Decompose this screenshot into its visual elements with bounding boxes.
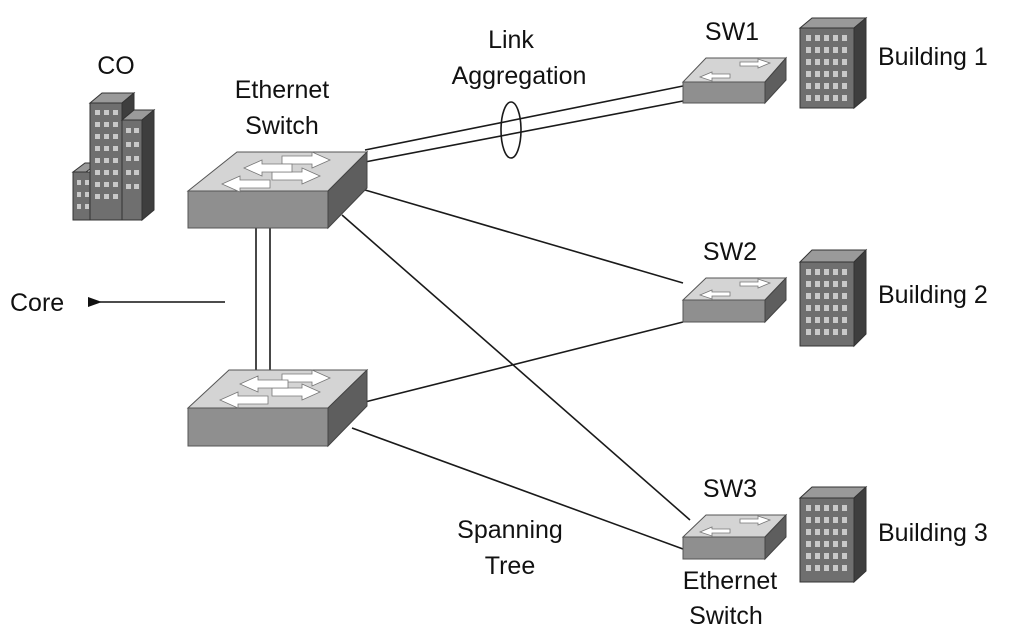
- sw3-label: SW3: [703, 475, 757, 503]
- co-label: CO: [97, 52, 135, 80]
- link-core-top-sw3: [341, 214, 691, 521]
- link-aggregation-label-line2: Aggregation: [452, 62, 587, 90]
- sw3-caption-line2: Switch: [689, 602, 763, 629]
- sw1-label: SW1: [705, 18, 759, 46]
- core-switch-label-line1: Ethernet: [235, 76, 330, 104]
- link-aggregation-line-b: [364, 100, 684, 163]
- building-1-label: Building 1: [878, 43, 988, 71]
- core-switch-bottom-icon: [186, 368, 369, 448]
- sw3-icon: [681, 513, 788, 561]
- link-core-top-sw2: [364, 189, 684, 284]
- link-aggregation-label-line1: Link: [488, 26, 534, 54]
- building-2-label: Building 2: [878, 281, 988, 309]
- building-2-icon: [798, 248, 868, 348]
- core-switch-top-icon: [186, 150, 369, 230]
- sw1-icon: [681, 56, 788, 105]
- sw2-icon: [681, 276, 788, 324]
- link-aggregation-ellipse: [500, 101, 522, 159]
- core-switch-label-line2: Switch: [245, 112, 319, 140]
- links: [255, 85, 691, 550]
- link-core-bottom-sw3: [351, 427, 684, 550]
- spanning-tree-label-line2: Tree: [485, 552, 535, 580]
- building-1-icon: [798, 16, 868, 110]
- co-building-icon: [71, 91, 156, 222]
- spanning-tree-label-line1: Spanning: [457, 516, 563, 544]
- building-3-label: Building 3: [878, 519, 988, 547]
- sw2-label: SW2: [703, 238, 757, 266]
- link-aggregation-line-a: [364, 85, 684, 151]
- building-3-icon: [798, 485, 868, 584]
- sw3-caption-line1: Ethernet: [683, 567, 778, 595]
- core-label: Core: [10, 289, 64, 317]
- link-core-bottom-sw2: [364, 321, 684, 403]
